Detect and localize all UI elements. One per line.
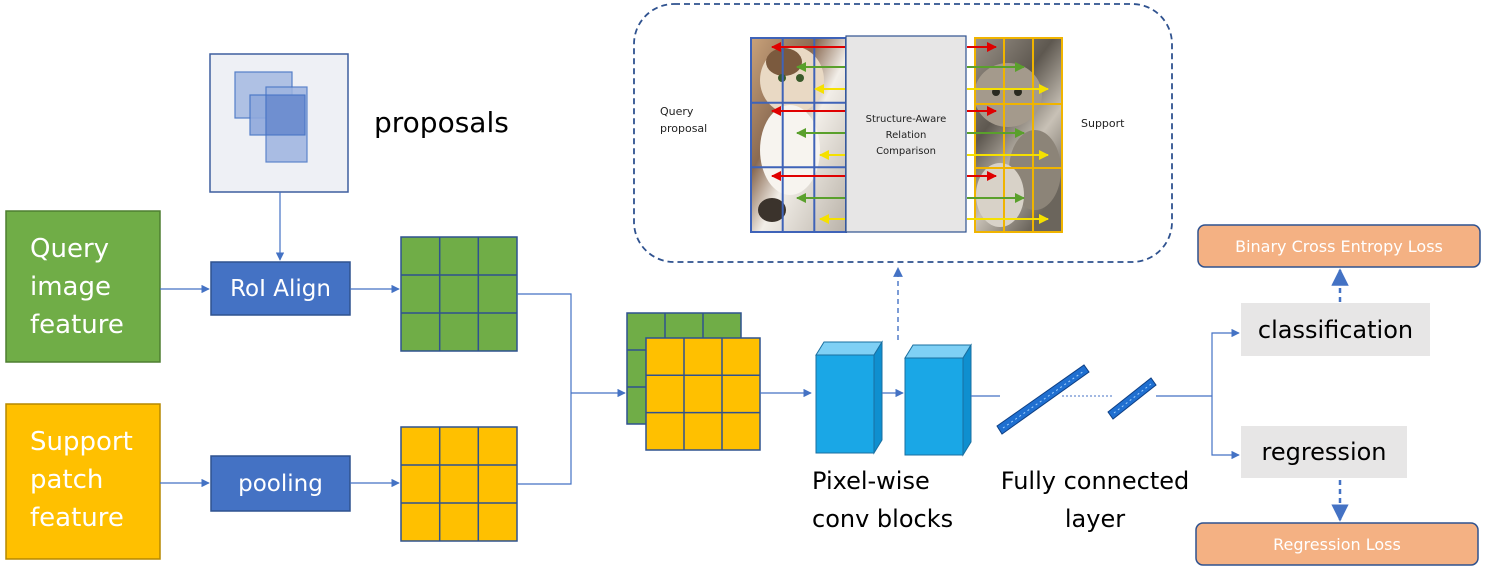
query-proposal-line-1: Query (660, 105, 694, 118)
roi-align-label: RoI Align (230, 275, 331, 302)
bce-loss-box (1197, 224, 1481, 268)
connectors (160, 192, 1240, 488)
bce-loss-label: Binary Cross Entropy Loss (1235, 236, 1443, 256)
conv-block-1 (815, 340, 883, 455)
relation-label: Structure-Aware Relation Comparison (846, 112, 966, 160)
proposals-label: proposals (374, 106, 509, 139)
regression-loss-label: Regression Loss (1273, 534, 1401, 554)
query-feature-line-3: feature (30, 310, 124, 340)
support-feature-grid (400, 426, 518, 542)
proposals-icon (209, 53, 349, 193)
query-feature-label: Query image feature (30, 230, 124, 344)
regression-label: regression (1261, 438, 1387, 466)
query-image-feature-box (5, 210, 161, 363)
fc-layer-2 (1107, 377, 1157, 420)
conv-blocks-line-1: Pixel-wise (812, 467, 930, 495)
pooling-box (210, 455, 351, 512)
classification-box (1241, 303, 1430, 356)
query-feature-line-2: image (30, 272, 111, 302)
regression-loss-box (1195, 522, 1479, 566)
query-feature-line-1: Query (30, 234, 110, 264)
support-patch-feature-box (5, 403, 161, 560)
concatenated-feature-grids (626, 312, 761, 451)
relation-arrows (771, 42, 1049, 224)
relation-line-1: Structure-Aware (865, 114, 947, 125)
conv-blocks-line-2: conv blocks (812, 505, 954, 533)
support-feature-line-3: feature (30, 503, 124, 533)
support-feature-line-1: Support (30, 427, 133, 457)
fc-layer-line-2: layer (1064, 505, 1126, 533)
support-label: Support (1081, 117, 1125, 130)
conv-blocks-label: Pixel-wise conv blocks (812, 462, 953, 538)
relation-line-3: Comparison (876, 146, 936, 157)
query-proposal-line-2: proposal (660, 122, 708, 135)
dashed-arrows (893, 267, 1349, 522)
relation-line-2: Relation (885, 130, 927, 141)
regression-box (1241, 426, 1407, 478)
pooling-label: pooling (238, 470, 323, 497)
classification-label: classification (1257, 315, 1414, 344)
query-proposal-label: Query proposal (660, 103, 707, 137)
conv-block-2 (904, 343, 972, 457)
fc-layer-line-1: Fully connected (1000, 467, 1190, 495)
support-feature-line-2: patch (30, 465, 104, 495)
query-feature-grid (400, 236, 518, 352)
support-feature-label: Support patch feature (30, 423, 133, 537)
structure-aware-relation-box (845, 35, 967, 233)
fc-layer-1 (996, 364, 1090, 435)
fc-layer-label: Fully connected layer (996, 462, 1194, 538)
roi-align-box (210, 261, 351, 316)
